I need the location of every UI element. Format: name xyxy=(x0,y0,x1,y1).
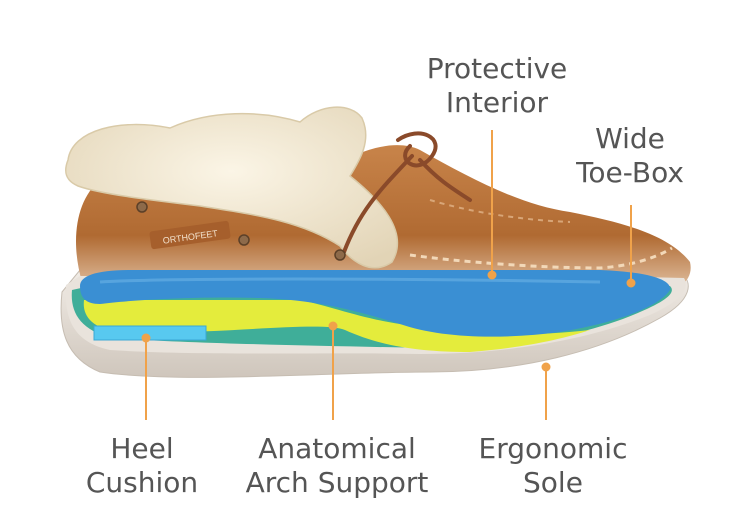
callout-protective-interior: Protective Interior xyxy=(402,52,592,120)
callout-line: Cushion xyxy=(85,466,199,499)
brand-tag: ORTHOFEET xyxy=(149,220,231,250)
callout-line: Protective xyxy=(426,52,568,85)
callout-arch-support: Anatomical Arch Support xyxy=(222,432,452,500)
fur-collar xyxy=(64,106,399,269)
callout-line: Anatomical xyxy=(258,432,416,465)
callout-line: Interior xyxy=(445,86,549,119)
callout-line: Heel xyxy=(110,432,174,465)
callout-line: Sole xyxy=(523,466,583,499)
callout-line: Arch Support xyxy=(245,466,429,499)
callout-line: Ergonomic xyxy=(478,432,628,465)
callout-wide-toe-box: Wide Toe-Box xyxy=(560,122,700,190)
leader-lines xyxy=(141,130,636,420)
moccasin-stitching xyxy=(409,246,673,270)
callout-line: Wide xyxy=(595,122,665,155)
eyelet xyxy=(136,201,148,213)
callout-line: Toe-Box xyxy=(576,156,684,189)
shoe-laces xyxy=(342,131,472,254)
eyelet xyxy=(334,249,346,261)
callout-heel-cushion: Heel Cushion xyxy=(62,432,222,500)
callout-ergonomic-sole: Ergonomic Sole xyxy=(458,432,648,500)
footbed-blue-layer xyxy=(80,270,671,337)
eyelet xyxy=(238,234,250,246)
